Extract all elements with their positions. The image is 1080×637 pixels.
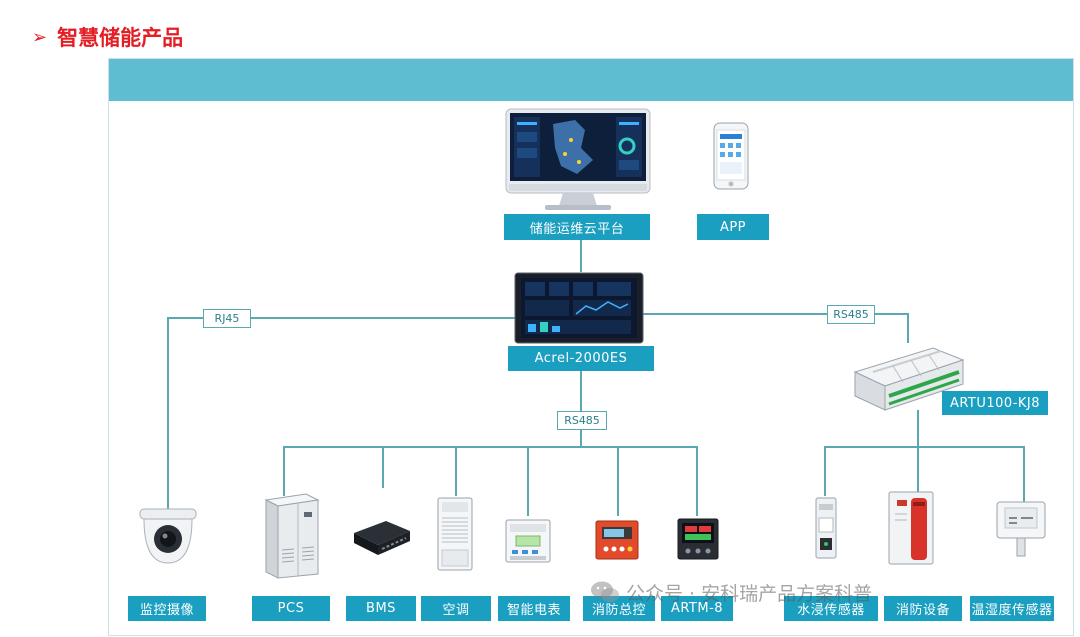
device-label-fire-equipment: 消防设备	[884, 596, 962, 621]
rtu-label: ARTU100-KJ8	[942, 391, 1048, 415]
section-title-text: 智慧储能产品	[57, 26, 184, 50]
rs485-right-tag: RS485	[827, 305, 875, 324]
link-cloud-gateway	[580, 240, 582, 272]
rs485-bottom-tag: RS485	[557, 411, 607, 430]
smart-meter-icon	[505, 519, 551, 563]
drop-water	[824, 446, 826, 496]
gateway-label: Acrel-2000ES	[508, 346, 654, 371]
frame-banner	[109, 59, 1073, 101]
link-rs485-right-vertical	[907, 313, 909, 343]
left-bus	[283, 446, 697, 448]
drop-fire-control	[617, 446, 619, 516]
link-gateway-bus-vertical	[580, 371, 582, 447]
drop-th-sensor	[1023, 446, 1025, 502]
link-rs485-right-horizontal	[643, 313, 908, 315]
smartphone-icon	[713, 122, 749, 190]
bms-module-icon	[354, 521, 410, 555]
device-label-th-sensor: 温湿度传感器	[970, 596, 1054, 621]
device-label-artm: ARTM-8	[661, 596, 733, 621]
drop-artm	[696, 446, 698, 516]
gateway-panel-icon	[514, 272, 644, 344]
watermark: 公众号 · 安科瑞产品方案科普	[590, 577, 872, 607]
right-bus	[824, 446, 1024, 448]
fire-equipment-icon	[888, 491, 934, 565]
link-rj45-horizontal	[167, 317, 515, 319]
device-label-bms: BMS	[346, 596, 416, 621]
drop-meter	[527, 446, 529, 516]
drop-ac	[455, 446, 457, 496]
water-sensor-icon	[815, 497, 837, 559]
triangle-right-icon: ➢	[32, 26, 48, 48]
drop-pcs	[283, 446, 285, 496]
wechat-icon	[591, 581, 619, 602]
air-conditioner-icon	[437, 497, 473, 571]
cloud-platform-label: 储能运维云平台	[504, 214, 650, 240]
fire-control-panel-icon	[595, 520, 639, 560]
device-label-meter: 智能电表	[498, 596, 570, 621]
rj45-tag: RJ45	[203, 309, 251, 328]
rtu-module-icon	[853, 347, 965, 411]
device-label-pcs: PCS	[252, 596, 330, 621]
drop-bms	[382, 446, 384, 488]
temperature-monitor-icon	[677, 518, 719, 560]
pcs-cabinet-icon	[264, 493, 320, 579]
section-title: ➢ 智慧储能产品	[32, 22, 183, 52]
link-rj45-vertical	[167, 317, 169, 513]
device-label-camera: 监控摄像	[128, 596, 206, 621]
dome-camera-icon	[139, 508, 197, 564]
drop-fire-equipment	[917, 446, 919, 492]
rtu-bus-vertical	[917, 410, 919, 447]
app-label: APP	[697, 214, 769, 240]
temp-humidity-sensor-icon	[996, 501, 1046, 557]
device-label-water-sensor: 水浸传感器	[784, 596, 878, 621]
device-label-ac: 空调	[421, 596, 491, 621]
watermark-text: 公众号 · 安科瑞产品方案科普	[626, 582, 873, 605]
monitor-icon	[505, 108, 651, 210]
device-label-fire-control: 消防总控	[583, 596, 655, 621]
